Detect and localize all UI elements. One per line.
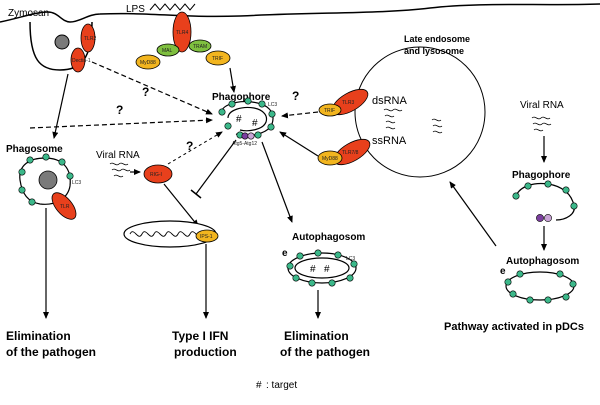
target-legend-symbol: # xyxy=(256,380,262,391)
elimination-left-line1: Elimination xyxy=(6,329,71,343)
tlr2-label: TLR2 xyxy=(84,36,96,42)
viral-rna-right-label: Viral RNA xyxy=(520,100,564,111)
ssrna-label: ssRNA xyxy=(372,135,407,147)
inhibition-phagophore-rigi xyxy=(195,139,237,195)
cell-membrane xyxy=(0,3,600,23)
phagophore-center-label: Phagophore xyxy=(212,92,271,103)
arrow-rigi-ips1 xyxy=(163,183,199,227)
autophagosome-right xyxy=(504,270,577,304)
tlr78-label: TLR7/8 xyxy=(342,150,359,156)
lps-label: LPS xyxy=(126,4,145,15)
ifn-line1: Type I IFN xyxy=(172,329,228,343)
atg-label: Atg5-Atg12 xyxy=(232,141,257,147)
late-endosome-label-1: Late endosome xyxy=(404,34,470,44)
zymosan-particle xyxy=(54,34,70,50)
target-symbol: # xyxy=(310,264,316,275)
dectin-label: Dectin-1 xyxy=(72,58,91,64)
question-mark-3: ? xyxy=(186,139,193,153)
trif-b-label: TRIF xyxy=(324,108,335,114)
ifn-line2: production xyxy=(174,345,237,359)
tlr4-label: TLR4 xyxy=(176,30,188,36)
pdc-pathway-label: Pathway activated in pDCs xyxy=(444,321,584,333)
ips1-label: IPS-1 xyxy=(200,234,213,240)
rig-i-receptor xyxy=(143,164,173,184)
target-symbol: # xyxy=(252,118,258,129)
arrow-zymosan-phagosome xyxy=(52,73,69,139)
arrow-rigi-phagophore xyxy=(167,131,223,165)
mal-label: MAL xyxy=(162,48,173,54)
arrow-phagophore-autophagosome xyxy=(261,141,293,223)
target-symbol: # xyxy=(324,264,330,275)
tlr4-receptor xyxy=(172,11,192,53)
trif-a xyxy=(205,50,231,66)
arrow-dectin-phagophore xyxy=(91,61,213,115)
tram-label: TRAM xyxy=(193,44,207,50)
inhibition-bar xyxy=(190,189,202,199)
tram-adaptor xyxy=(188,39,212,53)
tlr2-receptor xyxy=(80,23,96,53)
phagophore-center: # # xyxy=(218,97,276,140)
arrow-tlr3-phagophore xyxy=(281,111,319,119)
ips1-adaptor xyxy=(195,229,219,243)
autophagosome-right-label-b: e xyxy=(500,266,506,277)
question-mark-2: ? xyxy=(116,103,123,117)
viral-rna-right-strand xyxy=(531,116,552,132)
question-mark-1: ? xyxy=(142,85,149,99)
viral-rna-left-label: Viral RNA xyxy=(96,150,140,161)
arrow-phagosome-phagophore xyxy=(29,117,213,129)
target-symbol: # xyxy=(236,114,242,125)
autophagosome-center: # # xyxy=(286,249,358,287)
target-legend-label: : target xyxy=(266,380,297,391)
arrow-pdc-endosome xyxy=(449,181,497,247)
late-endosome-label-2: and lysosome xyxy=(404,46,464,56)
elimination-center-line1: Elimination xyxy=(284,329,349,343)
elimination-center-line2: of the pathogen xyxy=(280,345,370,359)
trif-b xyxy=(318,103,342,117)
phagophore-right xyxy=(512,180,578,222)
arrow-tlr78-phagophore xyxy=(279,131,319,157)
phagosome-label: Phagosome xyxy=(6,144,63,155)
myd88-b-label: MyD88 xyxy=(322,156,338,162)
autophagosome-center-label-b: e xyxy=(282,248,288,259)
late-endosome xyxy=(354,46,486,178)
dsrna-label: dsRNA xyxy=(372,95,408,107)
lc3-phagosome-label: LC3 xyxy=(72,180,81,186)
myd88-b xyxy=(317,150,343,166)
mal-adaptor xyxy=(156,43,180,57)
trif-a-label: TRIF xyxy=(212,56,223,62)
autophagosome-right-label-a: Autophagosom xyxy=(506,256,579,267)
tlr-phagosome-receptor xyxy=(51,192,77,220)
arrow-lps-phagophore xyxy=(229,67,236,93)
dectin-receptor xyxy=(70,47,86,73)
lc3-autophagosome-label: LC3 xyxy=(346,256,355,262)
zymosan-label: Zymosan xyxy=(8,8,49,19)
autophagosome-center-label-a: Autophagosom xyxy=(292,232,365,243)
rigi-label: RIG-I xyxy=(150,172,162,178)
myd88-a-label: MyD88 xyxy=(140,60,156,66)
viral-rna-left-strand xyxy=(109,162,131,178)
elimination-left-line2: of the pathogen xyxy=(6,345,96,359)
lps-zigzag xyxy=(149,3,196,11)
rna-strand-endosome-2 xyxy=(431,118,443,134)
myd88-a xyxy=(135,54,161,70)
tlr3-label: TLR3 xyxy=(342,100,354,106)
question-mark-4: ? xyxy=(292,89,299,103)
rna-strand-endosome-1 xyxy=(383,108,403,130)
lc3-center-label: LC3 xyxy=(268,102,277,108)
tlr-phago-label: TLR xyxy=(60,204,70,210)
phagosome xyxy=(18,153,74,206)
phagophore-right-label: Phagophore xyxy=(512,170,571,181)
